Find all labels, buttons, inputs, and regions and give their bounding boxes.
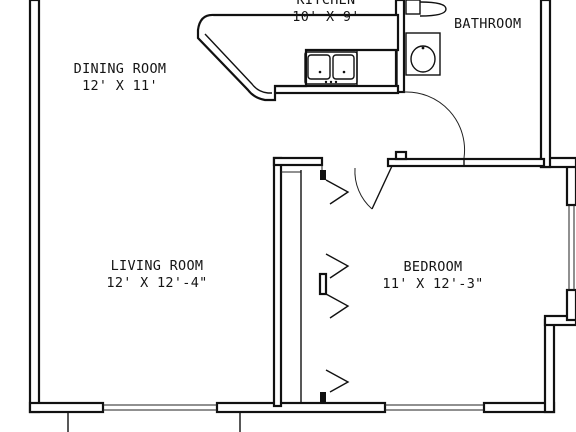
- bedroom-wall-top: [386, 157, 546, 168]
- exterior-wall-left: [28, 0, 41, 414]
- room-dimensions: 10' X 9': [292, 9, 360, 25]
- room-name: DINING ROOM: [73, 61, 167, 77]
- partition-living-bedroom: [272, 156, 283, 408]
- room-label-dining: DINING ROOM 12' X 11': [74, 61, 167, 95]
- stove-icon: [356, 49, 398, 87]
- window-bedroom-bottom: [385, 404, 484, 411]
- exterior-wall-bathroom-right: [539, 0, 552, 169]
- exterior-wall-right-jog: [543, 314, 576, 327]
- closet: [281, 165, 350, 403]
- room-name: BEDROOM: [403, 259, 463, 275]
- room-name: BATHROOM: [454, 16, 522, 32]
- bathroom-sink-icon: [405, 32, 441, 76]
- door-swing-icon: [403, 91, 466, 166]
- room-label-living: LIVING ROOM 12' X 12'-4": [106, 258, 207, 292]
- room-label-bathroom: BATHROOM: [454, 16, 521, 33]
- exterior-wall-bottom-right: [482, 401, 556, 414]
- room-dimensions: 12' X 12'-4": [106, 275, 208, 291]
- exterior-wall-bottom-left: [28, 401, 105, 414]
- toilet-icon: [405, 0, 447, 17]
- room-label-kitchen: KITCHEN 10' X 9': [292, 0, 359, 26]
- window-bedroom-right: [568, 205, 575, 290]
- room-dimensions: 12' X 11': [82, 78, 158, 94]
- kitchen-sink-icon: [304, 51, 358, 85]
- exterior-wall-bottom-mid: [215, 401, 387, 414]
- exterior-wall-right-upper2: [565, 288, 576, 322]
- window-living-room: [103, 404, 217, 411]
- door-swing-icon: [354, 165, 393, 210]
- room-name: LIVING ROOM: [110, 258, 204, 274]
- room-name: KITCHEN: [296, 0, 356, 8]
- partition-top-stub: [272, 156, 324, 167]
- kitchen-counter-inner: [204, 33, 272, 94]
- room-dimensions: 11' X 12'-3": [382, 276, 484, 292]
- exterior-wall-right-lower: [543, 318, 556, 414]
- room-label-bedroom: BEDROOM 11' X 12'-3": [382, 259, 483, 293]
- partition-bathroom-stub: [394, 150, 408, 161]
